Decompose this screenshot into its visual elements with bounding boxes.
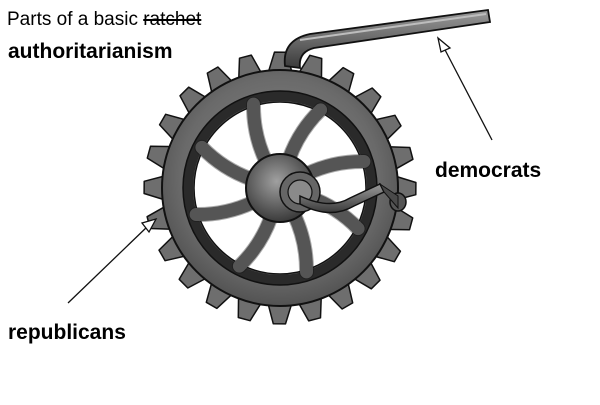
pawl-bar xyxy=(283,8,492,70)
title-line: Parts of a basic ratchet xyxy=(7,10,201,29)
arrow-democrats xyxy=(436,36,493,141)
title-struck-word: ratchet xyxy=(143,9,202,30)
title-prefix: Parts of a basic xyxy=(7,9,144,30)
gear-spoke xyxy=(195,140,258,186)
gear-spoke xyxy=(232,210,278,273)
gear-spoke xyxy=(282,103,328,166)
label-republicans: republicans xyxy=(8,321,126,344)
label-democrats: democrats xyxy=(435,159,542,182)
arrow-republicans xyxy=(67,217,158,304)
title-replacement: authoritarianism xyxy=(8,40,173,63)
